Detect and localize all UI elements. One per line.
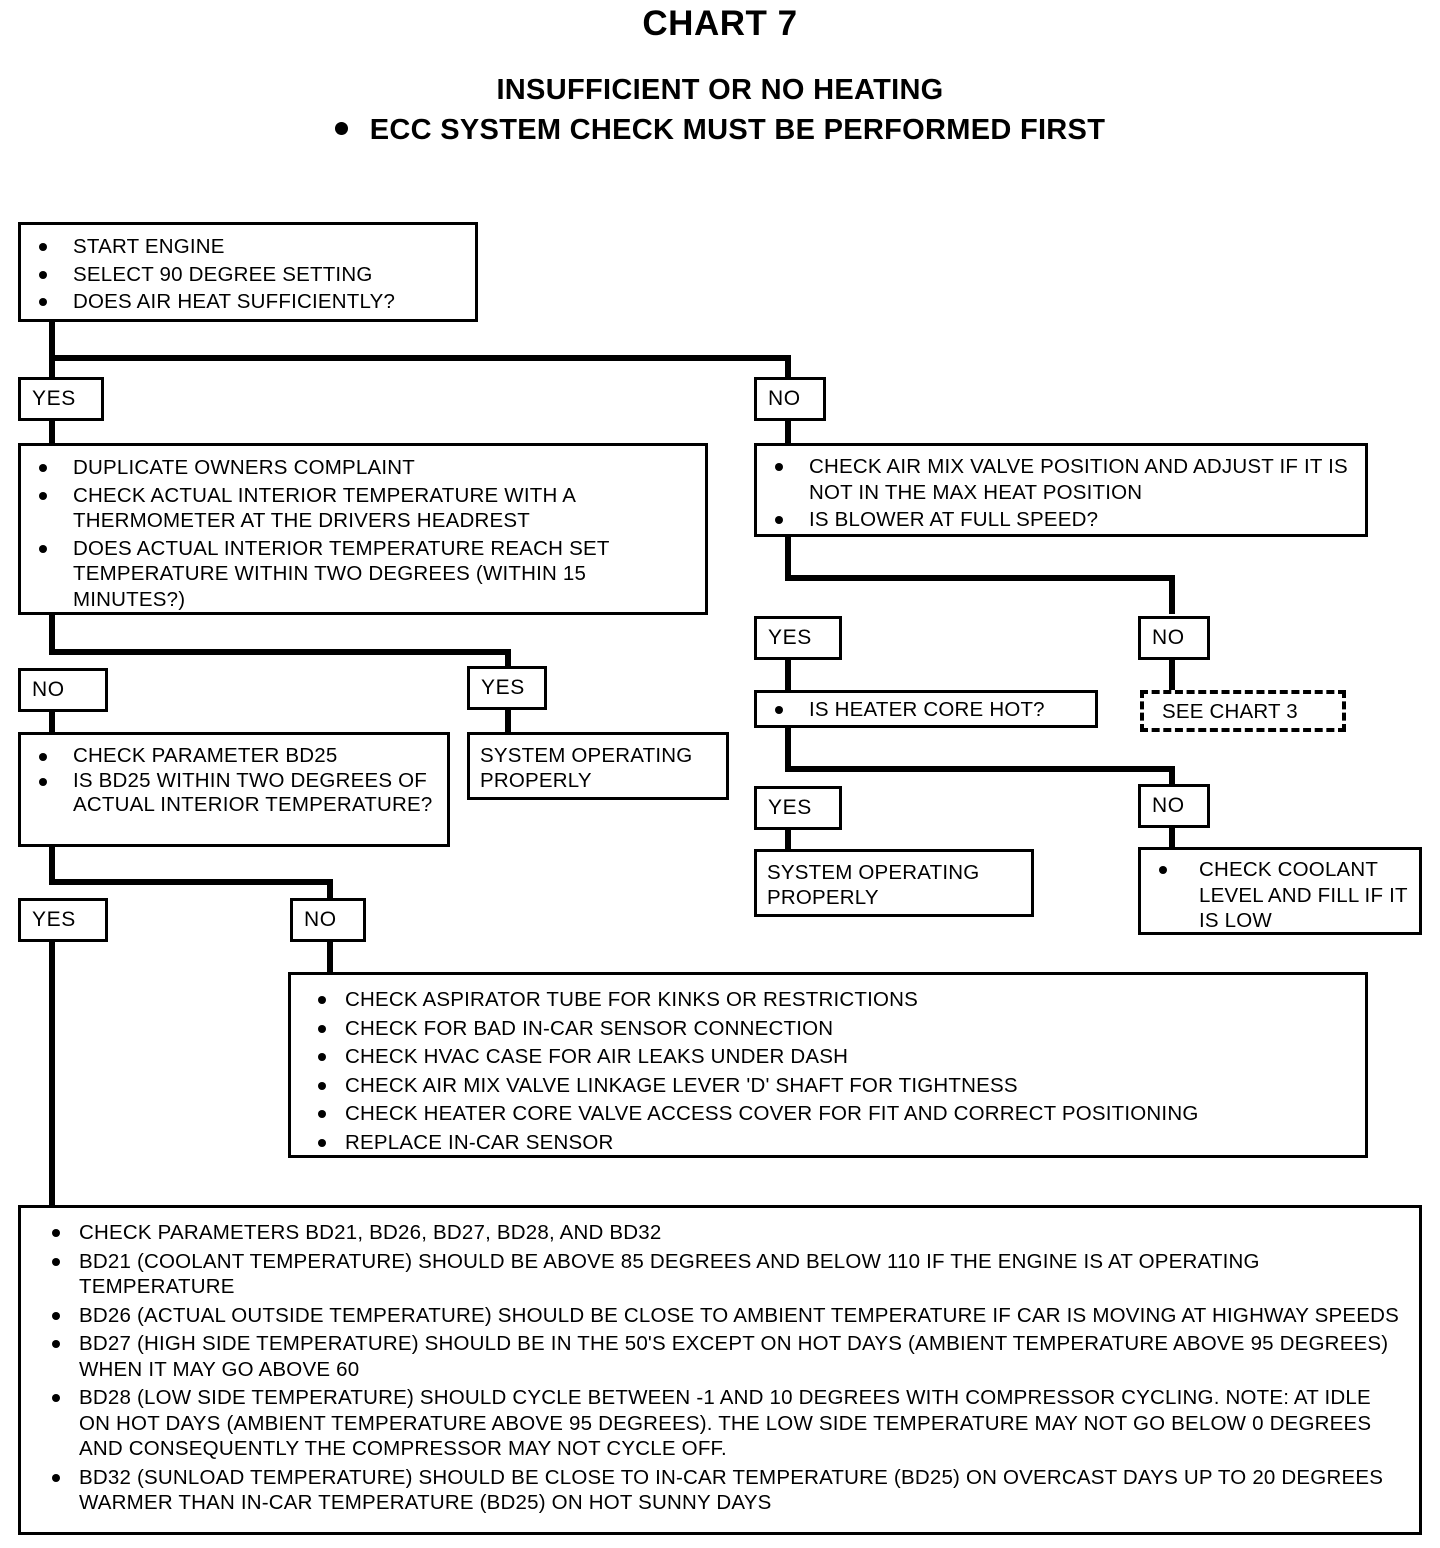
connector-airmix-to-no xyxy=(1169,575,1175,614)
list-item: CHECK AIR MIX VALVE LINKAGE LEVER 'D' SH… xyxy=(301,1073,1355,1099)
subtitle-primary: INSUFFICIENT OR NO HEATING xyxy=(496,74,944,106)
list-item: CHECK PARAMETER BD25 xyxy=(31,744,437,768)
connector-start-down xyxy=(49,320,55,360)
list-item: BD21 (COOLANT TEMPERATURE) SHOULD BE ABO… xyxy=(35,1249,1405,1300)
system-ok-line-2: PROPERLY xyxy=(767,886,879,909)
list-item: CHECK HVAC CASE FOR AIR LEAKS UNDER DASH xyxy=(301,1044,1355,1070)
list-item: IS BD25 WITHIN TWO DEGREES OF ACTUAL INT… xyxy=(31,769,437,817)
page-title: CHART 7 xyxy=(642,4,798,43)
list-item: IS HEATER CORE HOT? xyxy=(767,697,1085,723)
list-item: START ENGINE xyxy=(31,234,465,260)
connector-heater-to-no xyxy=(1169,766,1175,786)
list-item: IS BLOWER AT FULL SPEED? xyxy=(767,507,1355,533)
aspirator-checks-list: CHECK ASPIRATOR TUBE FOR KINKS OR RESTRI… xyxy=(301,987,1355,1155)
system-ok-line-1: SYSTEM OPERATING xyxy=(767,861,980,884)
list-item: CHECK FOR BAD IN-CAR SENSOR CONNECTION xyxy=(301,1016,1355,1042)
label-no-duplicate: NO xyxy=(18,668,108,712)
list-item: BD27 (HIGH SIDE TEMPERATURE) SHOULD BE I… xyxy=(35,1331,1389,1382)
subtitle-secondary: ECC SYSTEM CHECK MUST BE PERFORMED FIRST xyxy=(0,114,1440,147)
list-item: BD26 (ACTUAL OUTSIDE TEMPERATURE) SHOULD… xyxy=(35,1303,1405,1329)
connector-start-split xyxy=(49,355,791,361)
label-text: NO xyxy=(304,908,337,931)
label-text: NO xyxy=(1152,626,1185,649)
box-heater-core-hot: IS HEATER CORE HOT? xyxy=(754,690,1098,728)
list-item: BD32 (SUNLOAD TEMPERATURE) SHOULD BE CLO… xyxy=(35,1465,1405,1516)
connector-bd25-down xyxy=(49,845,55,885)
label-text: YES xyxy=(768,796,812,819)
box-air-mix-valve: CHECK AIR MIX VALVE POSITION AND ADJUST … xyxy=(754,443,1368,537)
connector-no5-down xyxy=(1169,827,1175,849)
list-item: CHECK HEATER CORE VALVE ACCESS COVER FOR… xyxy=(301,1101,1355,1127)
connector-no1-down xyxy=(785,420,791,444)
system-ok-line-1: SYSTEM OPERATING xyxy=(480,744,693,767)
list-item: DOES ACTUAL INTERIOR TEMPERATURE REACH S… xyxy=(31,536,695,613)
box-parameters: CHECK PARAMETERS BD21, BD26, BD27, BD28,… xyxy=(18,1205,1422,1535)
connector-start-to-yes xyxy=(49,355,55,379)
list-item: DOES AIR HEAT SUFFICIENTLY? xyxy=(31,289,465,315)
connector-start-to-no xyxy=(785,355,791,379)
heater-core-list: IS HEATER CORE HOT? xyxy=(767,697,1085,723)
box-check-coolant: CHECK COOLANT LEVEL AND FILL IF IT IS LO… xyxy=(1138,847,1422,935)
box-duplicate-complaint: DUPLICATE OWNERS COMPLAINT CHECK ACTUAL … xyxy=(18,443,708,615)
label-text: YES xyxy=(768,626,812,649)
check-bd25-list: CHECK PARAMETER BD25 IS BD25 WITHIN TWO … xyxy=(31,744,437,817)
box-aspirator-checks: CHECK ASPIRATOR TUBE FOR KINKS OR RESTRI… xyxy=(288,972,1368,1158)
connector-airmix-down xyxy=(785,535,791,581)
box-system-operating-left: SYSTEM OPERATING PROPERLY xyxy=(467,732,729,800)
connector-yes3-down xyxy=(49,942,55,1208)
parameters-list: CHECK PARAMETERS BD21, BD26, BD27, BD28,… xyxy=(35,1220,1405,1516)
list-item: DUPLICATE OWNERS COMPLAINT xyxy=(31,455,695,481)
list-item: CHECK ACTUAL INTERIOR TEMPERATURE WITH A… xyxy=(31,483,695,534)
label-text: YES xyxy=(32,908,76,931)
list-item: CHECK COOLANT LEVEL AND FILL IF IT IS LO… xyxy=(1151,857,1409,934)
label-yes-air-mix: YES xyxy=(754,616,842,660)
connector-yes5-down xyxy=(785,829,791,851)
label-text: NO xyxy=(768,387,801,410)
connector-no3-down xyxy=(327,942,333,974)
label-no-air-mix: NO xyxy=(1138,616,1210,660)
label-no-heater-core: NO xyxy=(1138,784,1210,828)
label-yes-duplicate: YES xyxy=(467,666,547,710)
connector-airmix-split xyxy=(785,575,1175,581)
connector-dup-to-yes xyxy=(505,649,511,671)
box-start-engine: START ENGINE SELECT 90 DEGREE SETTING DO… xyxy=(18,222,478,322)
check-coolant-list: CHECK COOLANT LEVEL AND FILL IF IT IS LO… xyxy=(1151,857,1409,934)
label-yes-start: YES xyxy=(18,377,104,421)
label-no-start: NO xyxy=(754,377,826,421)
label-text: YES xyxy=(32,387,76,410)
label-text: NO xyxy=(32,678,65,701)
connector-no4-down xyxy=(1169,659,1175,691)
list-item: SELECT 90 DEGREE SETTING xyxy=(31,262,465,288)
see-chart-3-text: SEE CHART 3 xyxy=(1162,700,1298,723)
connector-heater-split xyxy=(785,766,1175,772)
connector-yes2-down xyxy=(505,710,511,734)
connector-no2-down xyxy=(49,712,55,734)
subtitle-secondary-text: ECC SYSTEM CHECK MUST BE PERFORMED FIRST xyxy=(369,114,1106,146)
connector-yes1-down xyxy=(49,420,55,444)
box-see-chart-3[interactable]: SEE CHART 3 xyxy=(1140,690,1346,732)
label-yes-heater-core: YES xyxy=(754,786,842,830)
air-mix-valve-list: CHECK AIR MIX VALVE POSITION AND ADJUST … xyxy=(767,454,1355,533)
connector-dup-down xyxy=(49,613,55,655)
start-engine-list: START ENGINE SELECT 90 DEGREE SETTING DO… xyxy=(31,234,465,315)
list-item: BD28 (LOW SIDE TEMPERATURE) SHOULD CYCLE… xyxy=(35,1385,1405,1462)
connector-bd25-split xyxy=(49,879,333,885)
connector-heater-down xyxy=(785,726,791,772)
connector-bd25-to-no xyxy=(327,879,333,901)
list-item: CHECK PARAMETERS BD21, BD26, BD27, BD28,… xyxy=(35,1220,1405,1246)
connector-yes4-down xyxy=(785,659,791,691)
box-check-bd25: CHECK PARAMETER BD25 IS BD25 WITHIN TWO … xyxy=(18,732,450,847)
list-item: CHECK ASPIRATOR TUBE FOR KINKS OR RESTRI… xyxy=(301,987,1355,1013)
list-item: REPLACE IN-CAR SENSOR xyxy=(301,1130,1355,1156)
label-text: YES xyxy=(481,676,525,699)
label-no-bd25: NO xyxy=(290,898,366,942)
system-ok-line-2: PROPERLY xyxy=(480,769,592,792)
label-yes-bd25: YES xyxy=(18,898,108,942)
bullet-icon xyxy=(334,121,348,135)
connector-dup-split xyxy=(49,649,511,655)
list-item: CHECK AIR MIX VALVE POSITION AND ADJUST … xyxy=(767,454,1355,505)
box-system-operating-right: SYSTEM OPERATING PROPERLY xyxy=(754,849,1034,917)
duplicate-complaint-list: DUPLICATE OWNERS COMPLAINT CHECK ACTUAL … xyxy=(31,455,695,612)
label-text: NO xyxy=(1152,794,1185,817)
